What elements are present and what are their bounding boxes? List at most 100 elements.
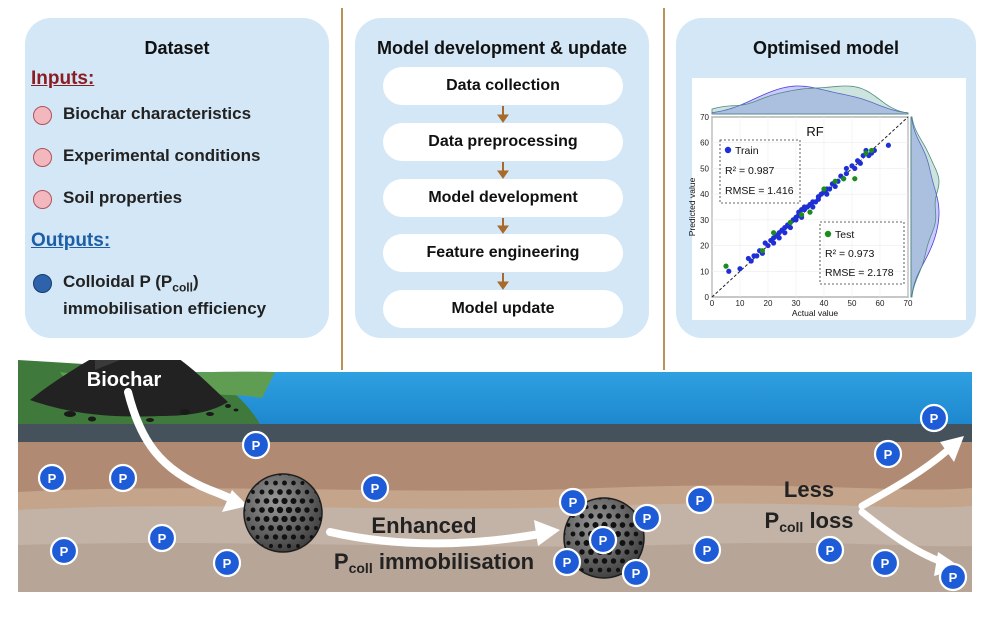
step-model-update: Model update [383,290,623,328]
pore [574,540,581,546]
pore [633,549,639,555]
flow-arrowhead-icon [534,520,560,546]
train-point [824,191,830,197]
enhanced-label-line1: Enhanced [371,513,476,538]
less-pre: P [765,508,780,533]
train-point [852,165,858,172]
pore [272,497,279,505]
pore [268,489,274,495]
pore [286,543,292,549]
pore [313,507,319,513]
biochar-label: Biochar [87,369,162,391]
biochar-particle-1 [243,473,323,553]
phosphorus-p-icon: P [692,535,722,565]
pore [286,524,292,532]
y-tick-label: 30 [700,216,709,225]
train-point [787,224,794,231]
pore [566,540,571,546]
train-point [810,204,816,210]
phosphorus-p-icon: P [621,558,651,588]
x-tick-label: 10 [736,299,745,308]
y-tick-label: 60 [700,139,709,148]
x-tick-label: 50 [848,299,857,308]
output-text-sub: coll [172,280,193,295]
phosphorus-p-icon: P [870,548,900,578]
train-legend-name: Train [735,145,759,157]
pore [614,530,622,538]
pore [606,567,612,573]
pore [309,516,314,522]
x-tick-label: 40 [820,299,829,308]
train-point [771,240,777,246]
svg-text:P: P [563,555,572,570]
less-label-line2: Pcoll loss [765,508,854,535]
pore [295,489,301,495]
step-data-preprocessing: Data preprocessing [383,123,623,161]
loss-arrowhead-icon [940,436,964,462]
pore [259,525,265,531]
pore [588,567,594,573]
output-text-pre: Colloidal P (P [63,272,173,291]
test-point [869,147,875,154]
biochar-fragments [64,404,239,422]
pore [597,567,603,573]
pore [250,507,256,513]
svg-text:P: P [881,556,890,571]
pore [588,513,594,519]
train-rmse: RMSE = 1.416 [725,185,794,197]
enhanced-pre: P [334,549,349,574]
phosphorus-p-icon: P [108,463,138,493]
train-point [843,165,850,172]
output-item-line2: immobilisation efficiency [63,299,267,318]
divider [663,8,665,370]
pore [579,531,585,537]
input-item-soil: Soil properties [63,188,183,207]
arrow-head-icon [497,225,509,234]
phosphorus-p-icon: P [552,547,582,577]
soil-layer-4 [18,542,972,592]
pore [629,522,634,528]
pore [255,534,260,540]
pore [277,543,283,549]
pore [263,498,270,504]
phosphorus-p-icon: P [588,525,618,555]
pore [588,549,594,555]
x-tick-label: 60 [876,299,885,308]
pore [277,489,283,495]
arrow-head-icon [497,114,509,123]
test-point [771,230,777,236]
pore [254,516,261,522]
pore [276,524,284,532]
input-item-biochar: Biochar characteristics [63,104,252,123]
svg-text:P: P [826,543,835,558]
pore [314,525,318,531]
pore [638,540,643,546]
pore [296,543,300,549]
train-legend-box [719,139,801,204]
train-r2: R² = 0.987 [725,165,774,177]
pore [601,558,608,564]
pore [295,525,301,531]
svg-text:P: P [569,495,578,510]
pore [593,504,598,510]
pore [583,558,590,564]
pore [620,504,625,510]
train-point [776,235,782,241]
train-point [748,258,754,264]
train-legend-marker [724,146,732,154]
phosphorus-p-icon: P [873,439,903,469]
input-bullet-icon [33,106,52,125]
svg-text:P: P [884,447,893,462]
pore [597,513,603,519]
phosphorus-p-icon: P [938,562,968,592]
pore [304,489,310,495]
test-point [807,209,813,215]
pore [246,516,251,522]
test-point [852,176,858,182]
enhanced-post: immobilisation [373,549,534,574]
phosphorus-p-icon: P [212,548,242,578]
pore [566,523,571,527]
pore [254,498,261,504]
less-post: loss [803,508,853,533]
